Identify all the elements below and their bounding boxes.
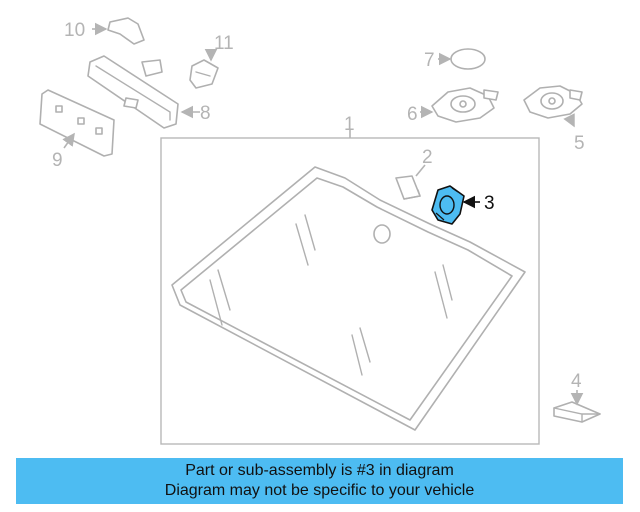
windshield-glass-part[interactable] [171,166,526,431]
mounting-plate-part-9[interactable] [39,89,115,157]
sensor-part-5[interactable] [523,85,583,128]
banner-line-disclaimer: Diagram may not be specific to your vehi… [164,482,475,499]
cover-part-11[interactable] [189,48,219,89]
callout-7: 7 [424,50,435,71]
gasket-part-7[interactable] [438,48,486,70]
sensor-part-6[interactable] [420,87,499,123]
callout-11: 11 [214,33,234,54]
banner-line-part-number: Part or sub-assembly is #3 in diagram [185,462,454,479]
callout-6: 6 [407,104,418,125]
callout-9: 9 [52,150,63,171]
parts-diagram: 1 2 3 4 5 6 7 8 9 10 11 [39,17,601,445]
callout-5: 5 [574,133,585,154]
callout-8: 8 [200,103,211,124]
bracket-part-2[interactable] [395,164,426,200]
pad-part-4[interactable] [553,390,601,423]
info-banner: Part or sub-assembly is #3 in diagram Di… [16,458,623,504]
callout-2: 2 [422,147,433,168]
callout-3: 3 [484,193,495,214]
mount-clip-part-10[interactable] [92,17,145,45]
callout-10: 10 [64,20,85,41]
callout-1: 1 [344,114,355,135]
callout-4: 4 [571,371,582,392]
bracket-part-3-highlighted[interactable] [431,185,480,225]
rearview-mirror-part-8[interactable] [87,55,200,129]
windshield-assembly-box [160,130,540,445]
